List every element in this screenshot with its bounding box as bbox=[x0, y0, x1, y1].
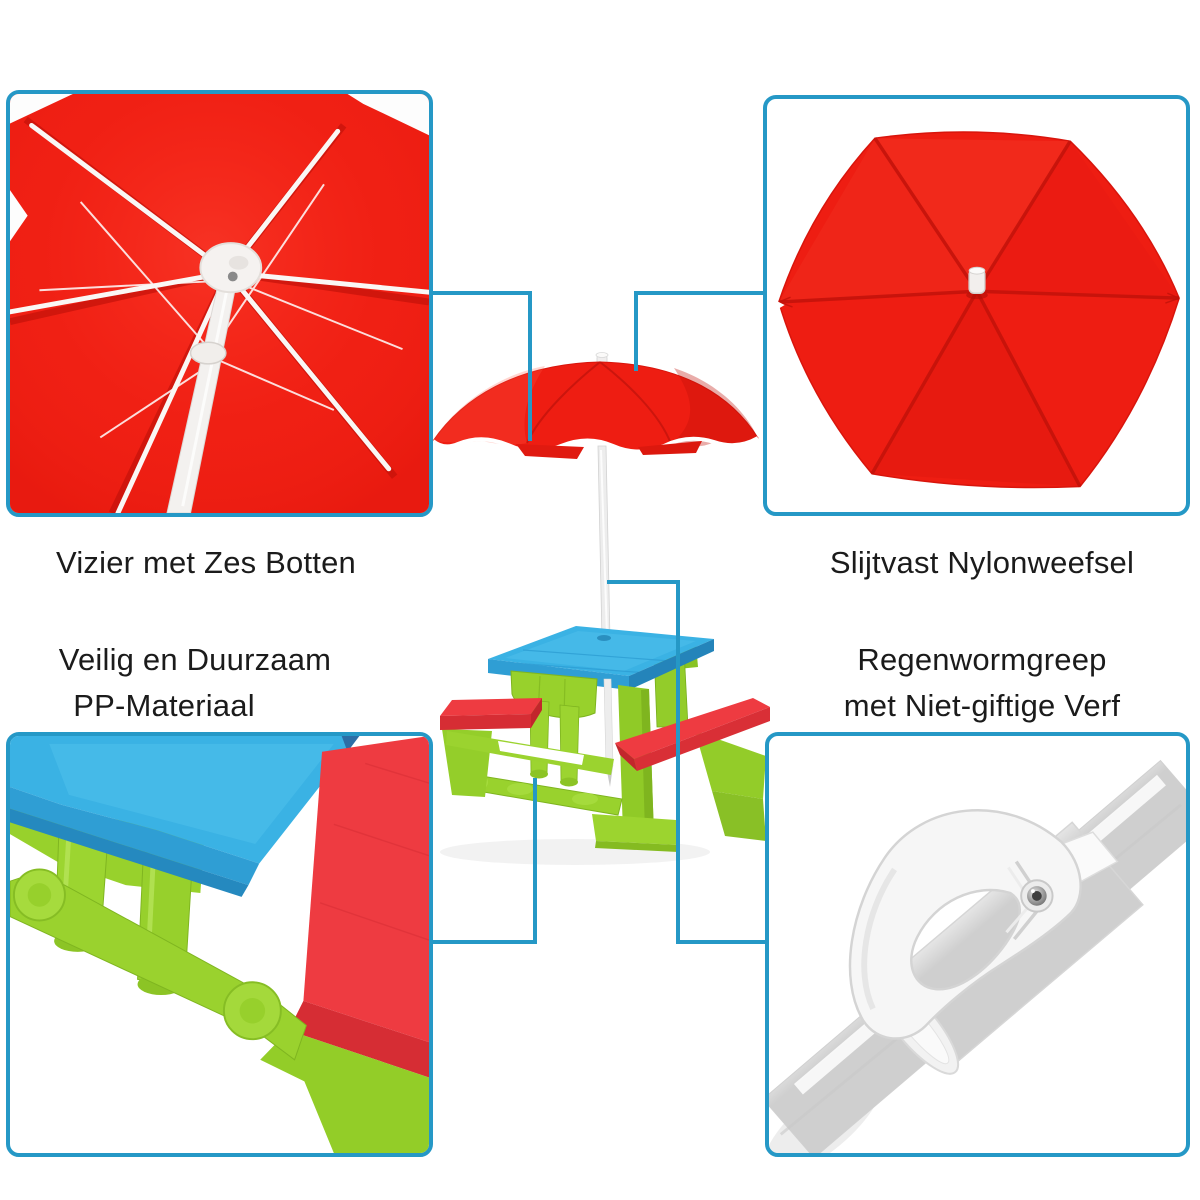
canopy-faces bbox=[778, 138, 1180, 487]
connector-line bbox=[634, 291, 638, 371]
panel-top-right bbox=[763, 95, 1190, 516]
feature-label-pp-material-2: PP-Materiaal bbox=[73, 688, 255, 723]
pole-hole bbox=[597, 635, 611, 641]
panel-top-left bbox=[6, 90, 433, 517]
canopy-seams bbox=[778, 137, 1180, 488]
feature-label-handle-1: Regenwormgreep bbox=[857, 642, 1107, 677]
umbrella-underside-photo bbox=[10, 94, 429, 513]
umbrella-hub bbox=[199, 242, 263, 294]
connector-line bbox=[433, 940, 537, 944]
product-photo bbox=[431, 352, 770, 865]
feature-label-pp-material-1: Veilig en Duurzaam bbox=[58, 642, 332, 677]
bench-support bbox=[695, 731, 766, 799]
table-leg bbox=[559, 704, 580, 783]
umbrella-ribs bbox=[10, 122, 429, 513]
carry-handle bbox=[848, 809, 1082, 1040]
base-block bbox=[260, 1030, 429, 1153]
connector-line bbox=[433, 291, 532, 295]
connector-line bbox=[607, 580, 680, 584]
connector-line bbox=[528, 291, 532, 441]
base-rail bbox=[471, 774, 623, 816]
connector-line bbox=[676, 580, 680, 944]
feature-label-nylon-fabric: Slijtvast Nylonweefsel bbox=[829, 545, 1135, 580]
pole-tip bbox=[603, 678, 614, 767]
connector-line bbox=[533, 778, 537, 944]
pole-handle-photo bbox=[769, 759, 1186, 1153]
table-closeup-photo bbox=[10, 736, 429, 1153]
connector-line bbox=[676, 940, 767, 944]
canopy-trim bbox=[10, 94, 429, 242]
umbrella-top-view-photo bbox=[772, 131, 1180, 489]
tension-wires bbox=[39, 183, 403, 439]
bench-seat bbox=[303, 736, 429, 1043]
feature-label-handle-2: met Niet-giftige Verf bbox=[843, 688, 1121, 723]
bench-seat bbox=[440, 698, 542, 716]
tabletop bbox=[10, 736, 360, 864]
bench-edge bbox=[288, 1000, 429, 1078]
panel-bottom-right bbox=[765, 732, 1190, 1157]
canopy-trim bbox=[431, 436, 759, 454]
trim-speck bbox=[772, 299, 785, 311]
panel-bottom-left bbox=[6, 732, 433, 1157]
canopy-flaps bbox=[516, 441, 702, 459]
bench-seat bbox=[615, 698, 770, 759]
connector-line bbox=[634, 291, 763, 295]
fabric-gathers bbox=[778, 292, 1180, 308]
base-block bbox=[592, 814, 679, 845]
tabletop-edge bbox=[10, 787, 260, 886]
pole-collar bbox=[189, 341, 227, 365]
feature-label-six-ribs: Vizier met Zes Botten bbox=[56, 545, 356, 580]
